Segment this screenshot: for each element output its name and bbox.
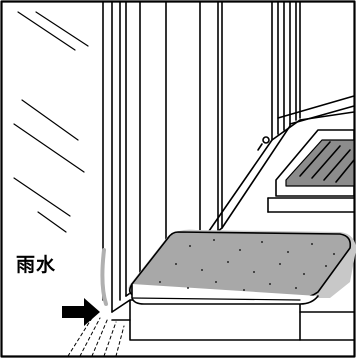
right-arrow-icon	[62, 298, 100, 326]
rainwater-label: 雨水	[16, 254, 57, 276]
door-frame	[102, 1, 355, 313]
bath-mat	[128, 229, 356, 305]
wall-hatching	[13, 11, 89, 233]
drain-grate	[267, 129, 355, 213]
rain-streak	[100, 248, 108, 306]
drip-lines	[67, 317, 125, 357]
